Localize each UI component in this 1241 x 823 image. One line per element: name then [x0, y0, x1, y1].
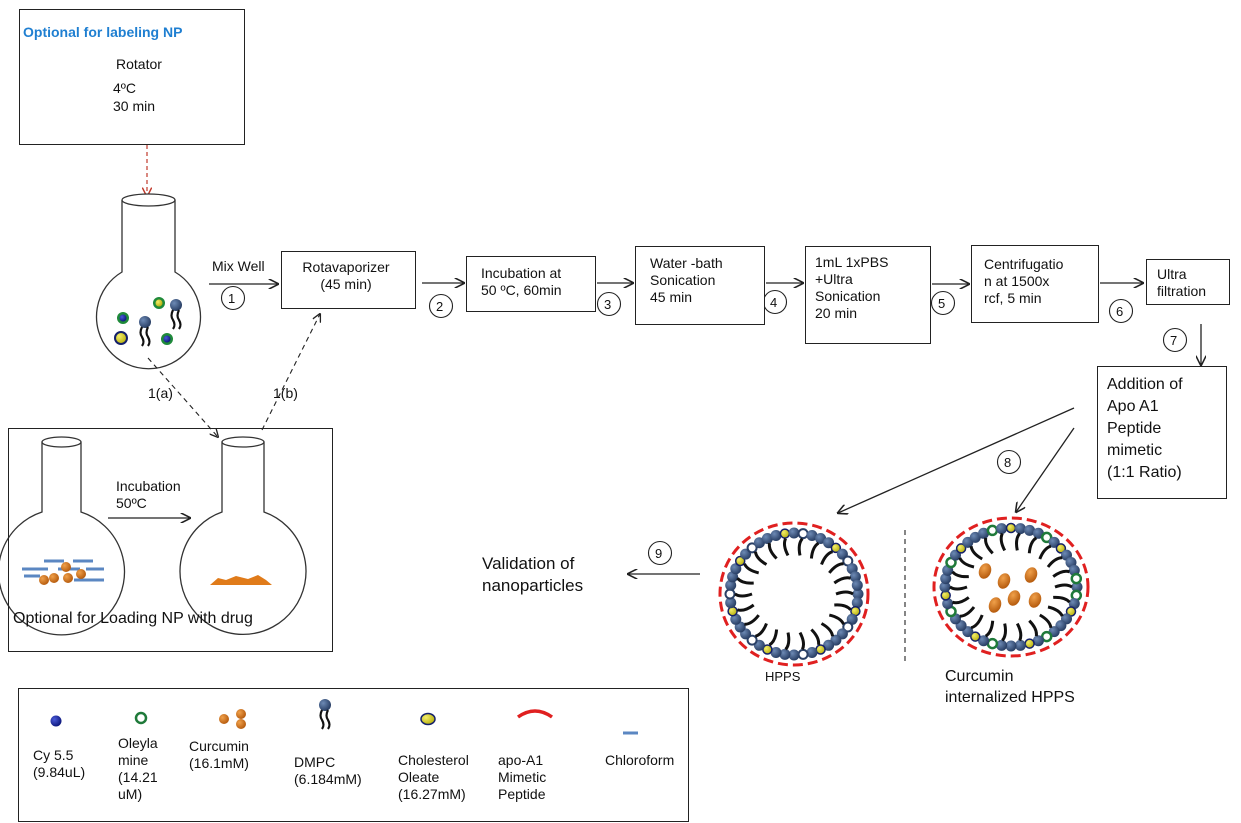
step-circle-5 [930, 290, 956, 316]
cholesterol-oleate-icon [420, 712, 436, 726]
step-text-6: Ultra filtration [1157, 266, 1207, 299]
branch-a-label: 1(a) [148, 385, 173, 401]
hpps-label: HPPS [765, 669, 801, 684]
step-circle-9 [647, 540, 673, 566]
hpps-particle [718, 521, 870, 667]
branch-b-label: 1(b) [273, 385, 298, 401]
validation-text: Validation of nanoparticles [482, 554, 584, 595]
reaction-flask [95, 193, 202, 370]
step-text-2: Incubation at 50 ºC, 60min [481, 265, 562, 298]
step-text-1: Rotavaporizer (45 min) [302, 259, 390, 292]
legend-icons [50, 699, 638, 735]
step-text-5: Centrifugatio n at 1500x rcf, 5 min [984, 256, 1064, 306]
step-circle-1 [220, 285, 246, 311]
step-box-5 [971, 245, 1099, 323]
dmpc-icon [319, 699, 331, 730]
step-number-6: 6 [1116, 304, 1124, 319]
step-text-7: Addition of Apo A1 Peptide mimetic (1:1 … [1107, 376, 1183, 481]
curcumin-icon [219, 709, 246, 729]
rotator-time: 30 min [113, 98, 156, 114]
legend-label-oleylamine: Oleyla mine (14.21 uM) [118, 735, 158, 802]
legend-label-cholesterol: Cholesterol Oleate (16.27mM) [398, 752, 469, 802]
cy55-icon [50, 715, 62, 727]
step-number-3: 3 [604, 297, 612, 312]
apoa1-icon [516, 709, 554, 719]
legend-label-cy55: Cy 5.5 (9.84uL) [33, 747, 86, 780]
legend-label-curcumin: Curcumin (16.1mM) [189, 738, 249, 771]
legend-label-apoa1: apo-A1 Mimetic Peptide [498, 752, 547, 802]
loading-flask-right [179, 436, 307, 636]
step-number-7: 7 [1170, 333, 1178, 348]
step-text-4: 1mL 1xPBS +Ultra Sonication 20 min [815, 254, 889, 321]
rotator-temp: 4ºC [113, 80, 137, 96]
step-circle-3 [596, 291, 622, 317]
loading-caption: Optional for Loading NP with drug [13, 610, 253, 627]
step-circles [220, 285, 1188, 566]
labeling-box [19, 9, 245, 145]
curcumin-hpps-particle [932, 516, 1090, 658]
labeling-box-title: Optional for labeling NP [23, 24, 183, 40]
step-number-8: 8 [1004, 455, 1012, 470]
step-circle-6 [1108, 298, 1134, 324]
incubation-label: Incubation [116, 478, 181, 494]
branch-arrows [147, 314, 320, 437]
step-number-1: 1 [228, 291, 236, 306]
step-number-9: 9 [655, 546, 663, 561]
step-number-2: 2 [436, 299, 444, 314]
step-box-7 [1097, 366, 1227, 499]
step-circle-2 [428, 293, 454, 319]
loading-box [8, 428, 333, 652]
step-text-3: Water -bath Sonication 45 min [650, 255, 723, 305]
curcumin-hpps-label: Curcumin internalized HPPS [945, 668, 1075, 706]
mix-well-label: Mix Well [212, 258, 265, 274]
step-circle-7 [1162, 327, 1188, 353]
legend-box [18, 688, 689, 822]
step-box-6 [1146, 259, 1230, 305]
step-box-3 [635, 246, 765, 325]
step-box-4 [805, 246, 931, 344]
loading-flask-left [0, 436, 126, 636]
legend-label-chloroform: Chloroform [605, 752, 675, 768]
step-circle-8 [996, 449, 1022, 475]
step-number-5: 5 [938, 296, 946, 311]
incubation-temp: 50ºC [116, 495, 147, 511]
step-arrows [209, 283, 1201, 574]
rotator-label: Rotator [116, 56, 162, 72]
step-number-4: 4 [770, 295, 778, 310]
step-box-2 [466, 256, 596, 312]
oleylamine-icon [134, 711, 148, 725]
legend-label-dmpc: DMPC (6.184mM) [294, 754, 362, 787]
step-box-1 [281, 251, 416, 309]
